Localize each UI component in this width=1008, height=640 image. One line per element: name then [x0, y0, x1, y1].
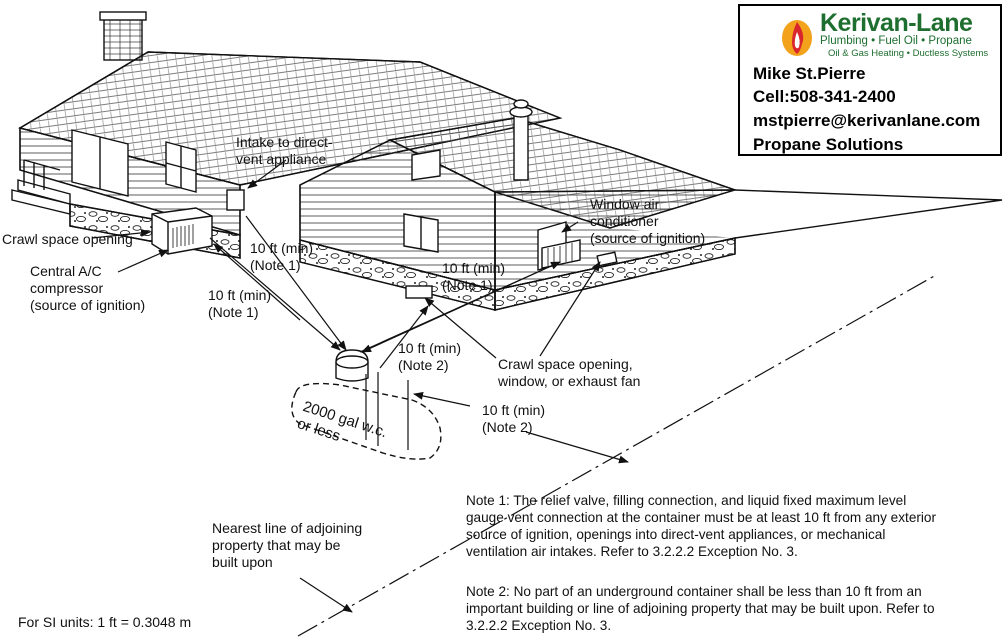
contact-email[interactable]: mstpierre@kerivanlane.com — [753, 111, 981, 130]
label-si-units: For SI units: 1 ft = 0.3048 m — [18, 614, 192, 630]
dim-prop-line — [525, 431, 629, 464]
leader-crawl-top — [91, 228, 151, 239]
label-dist-crawl: 10 ft (min)(Note 2) — [398, 340, 462, 373]
intake-vent — [226, 189, 245, 211]
gable-vent — [411, 149, 441, 181]
business-card: Kerivan-Lane Plumbing • Fuel Oil • Propa… — [738, 4, 1002, 156]
chimney — [99, 11, 147, 61]
leader-property — [299, 577, 353, 613]
flue-pipe — [509, 99, 533, 181]
label-dist-property: 10 ft (min)(Note 2) — [482, 402, 546, 435]
dim-ac-tank — [209, 237, 341, 351]
note-1: Note 1: The relief valve, filling connec… — [466, 493, 937, 559]
label-crawl-space-bottom: Crawl space opening,window, or exhaust f… — [498, 356, 641, 389]
house-wing — [299, 99, 1003, 311]
note-2: Note 2: No part of an underground contai… — [466, 584, 935, 633]
sliding-door — [71, 129, 129, 197]
leader-crawl-bottom-2 — [539, 261, 601, 357]
flame-logo-icon — [782, 20, 812, 56]
crawl-space-opening-side — [596, 251, 618, 267]
tank-outline — [291, 382, 442, 460]
dim-tank-ac — [213, 243, 301, 321]
leader-crawl-bottom — [424, 297, 497, 359]
contact-cell[interactable]: Cell:508-341-2400 — [753, 87, 896, 106]
leader-intake — [247, 159, 287, 189]
tank-dome — [335, 349, 369, 382]
label-crawl-space-top: Crawl space opening — [2, 231, 133, 247]
dim-tank-prop — [413, 391, 471, 407]
property-line — [297, 274, 937, 637]
leader-window-ac — [561, 221, 579, 233]
leader-ac — [117, 249, 169, 273]
label-dist-window: 10 ft (min)(Note 1) — [442, 260, 506, 293]
brand-tagline: Plumbing • Fuel Oil • Propane — [820, 35, 972, 47]
propane-tank — [291, 349, 442, 460]
dim-window-tank — [361, 261, 561, 353]
driveway — [609, 189, 1003, 239]
brand-name: Kerivan-Lane — [820, 9, 973, 37]
label-dist-intake: 10 ft (min)(Note 1) — [250, 240, 314, 273]
window-ac-unit — [537, 221, 581, 271]
central-ac-unit — [151, 207, 213, 255]
front-window — [165, 141, 197, 193]
crawl-space-opening — [405, 285, 433, 299]
label-intake: Intake to direct-vent appliance — [236, 134, 333, 167]
dim-intake-tank — [245, 215, 347, 351]
brand-tagline-2: Oil & Gas Heating • Ductless Systems — [828, 48, 989, 59]
contact-name: Mike St.Pierre — [753, 64, 866, 83]
contact-service: Propane Solutions — [753, 135, 904, 154]
dimension-arrows — [91, 159, 629, 613]
label-dist-ac: 10 ft (min)(Note 1) — [208, 287, 272, 320]
dim-tank-crawl — [379, 305, 429, 369]
